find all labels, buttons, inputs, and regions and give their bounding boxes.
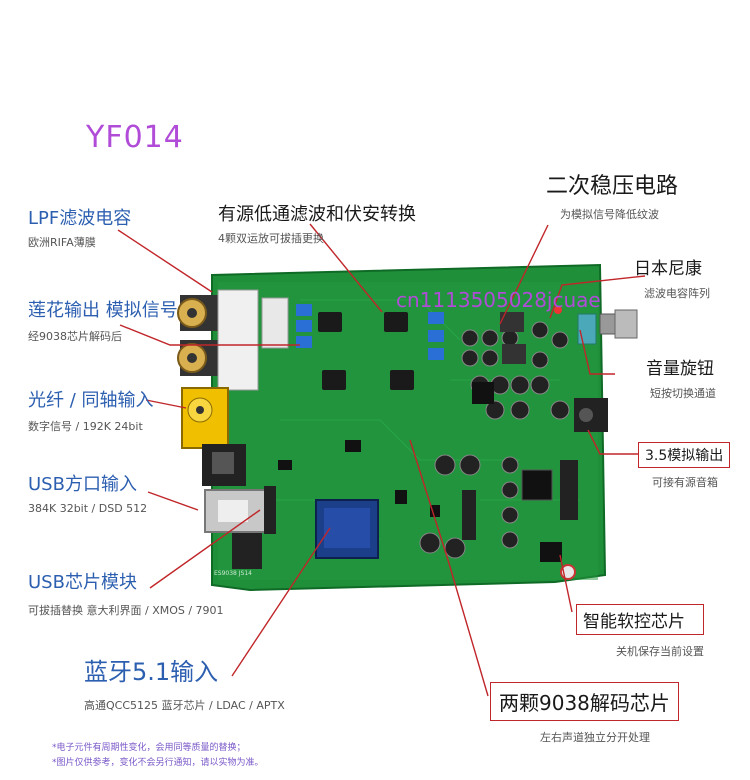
- label-filter-title: 有源低通滤波和伏安转换: [218, 204, 416, 225]
- label-volume-sub: 短按切换通道: [650, 387, 716, 400]
- label-smart-sub: 关机保存当前设置: [616, 645, 704, 658]
- label-filter-sub: 4颗双运放可拔插更换: [218, 232, 324, 245]
- label-lpf-title: LPF滤波电容: [28, 208, 132, 229]
- label-rca-title: 莲花输出 模拟信号: [28, 300, 178, 321]
- label-smart: 智能软控芯片 关机保存当前设置: [576, 604, 704, 659]
- label-usb-chip-title: USB芯片模块: [28, 572, 137, 593]
- board-silkscreen: ES9038 JS14: [214, 570, 252, 577]
- label-nichicon-sub: 滤波电容阵列: [644, 287, 710, 300]
- footnote-1: *电子元件有周期性变化，会用同等质量的替换；: [52, 743, 246, 753]
- label-bluetooth-sub: 高通QCC5125 蓝牙芯片 / LDAC / APTX: [84, 699, 285, 712]
- label-optical: 光纤 / 同轴输入 数字信号 / 192K 24bit: [28, 386, 154, 434]
- rca-jack: [177, 295, 220, 376]
- label-bluetooth: 蓝牙5.1输入 高通QCC5125 蓝牙芯片 / LDAC / APTX: [84, 652, 285, 713]
- label-dac-sub: 左右声道独立分开处理: [540, 731, 650, 744]
- label-optical-title: 光纤 / 同轴输入: [28, 390, 154, 411]
- label-usb-chip-sub: 可拔插替换 意大利界面 / XMOS / 7901: [28, 604, 224, 617]
- label-nichicon: 日本尼康 滤波电容阵列: [634, 254, 710, 301]
- label-optical-sub: 数字信号 / 192K 24bit: [28, 420, 143, 433]
- label-usb-b: USB方口输入 384K 32bit / DSD 512: [28, 470, 147, 515]
- label-regulator: 二次稳压电路 为模拟信号降低纹波: [546, 168, 678, 222]
- label-regulator-title: 二次稳压电路: [546, 174, 679, 199]
- label-dac: 两颗9038解码芯片 左右声道独立分开处理: [490, 682, 679, 745]
- label-bluetooth-title: 蓝牙5.1输入: [84, 658, 219, 686]
- label-nichicon-title: 日本尼康: [634, 259, 702, 279]
- label-rca-sub: 经9038芯片解码后: [28, 330, 122, 343]
- label-rca: 莲花输出 模拟信号 经9038芯片解码后: [28, 296, 178, 344]
- label-lpf-sub: 欧洲RIFA薄膜: [28, 236, 96, 249]
- label-lpf: LPF滤波电容 欧洲RIFA薄膜: [28, 204, 131, 250]
- label-filter: 有源低通滤波和伏安转换 4颗双运放可拔插更换: [218, 200, 416, 246]
- label-dac-title: 两颗9038解码芯片: [490, 682, 679, 721]
- label-volume-title: 音量旋钮: [646, 359, 714, 379]
- label-out35-title: 3.5模拟输出: [638, 442, 731, 468]
- label-regulator-sub: 为模拟信号降低纹波: [560, 208, 659, 221]
- label-smart-title: 智能软控芯片: [576, 604, 704, 635]
- watermark: cn1113505028jcuae: [396, 288, 601, 312]
- label-usb-b-sub: 384K 32bit / DSD 512: [28, 502, 148, 515]
- footnotes: *电子元件有周期性变化，会用同等质量的替换； *图片仅供参考，变化不会另行通知，…: [52, 740, 264, 768]
- label-volume: 音量旋钮 短按切换通道: [646, 354, 716, 401]
- model-label: YF014: [86, 120, 184, 155]
- label-out35: 3.5模拟输出 可接有源音箱: [638, 442, 731, 490]
- label-usb-b-title: USB方口输入: [28, 474, 137, 495]
- label-out35-sub: 可接有源音箱: [652, 476, 718, 489]
- label-usb-chip: USB芯片模块 可拔插替换 意大利界面 / XMOS / 7901: [28, 568, 224, 618]
- footnote-2: *图片仅供参考，变化不会另行通知，请以实物为准。: [52, 758, 264, 768]
